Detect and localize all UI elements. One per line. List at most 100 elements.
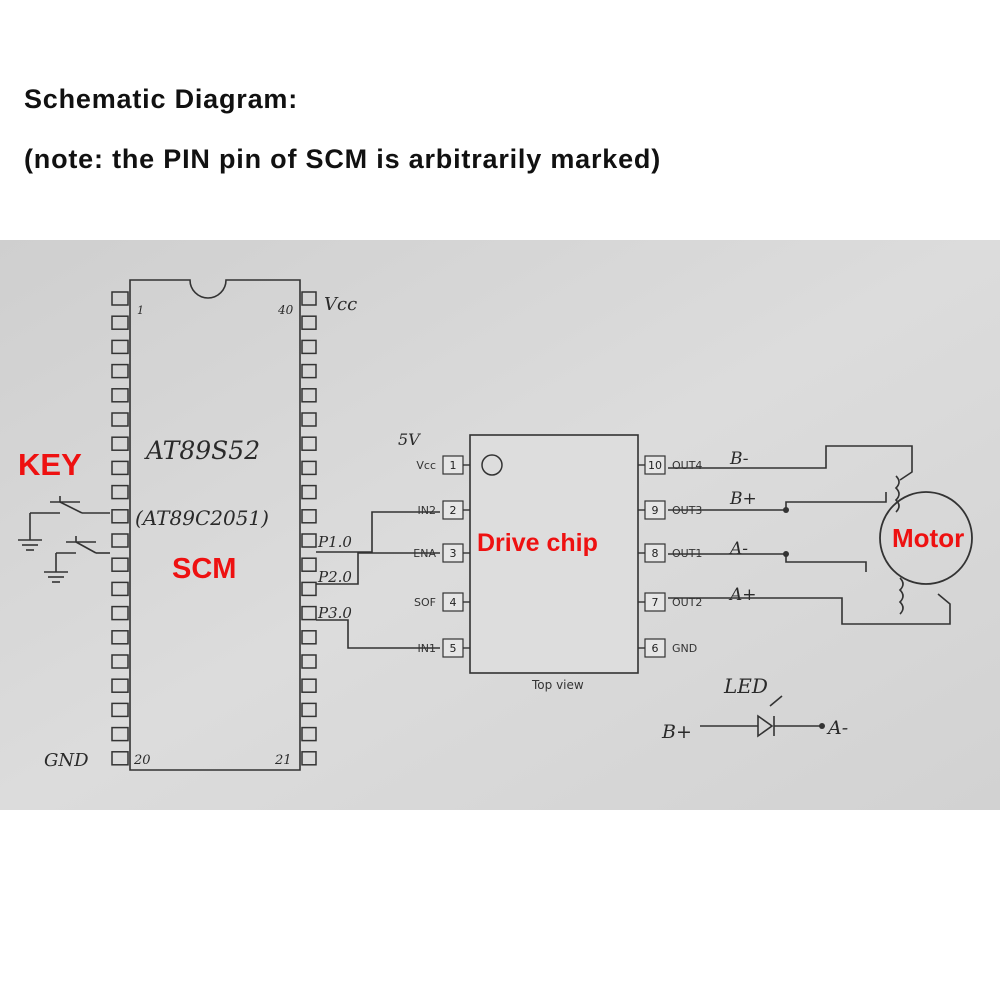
mcu-alt-model-label: (AT89C2051) — [135, 506, 269, 530]
top-view-caption: Top view — [531, 678, 584, 692]
mcu-right-pin — [301, 654, 317, 669]
driver-right-pin-number: 7 — [652, 596, 659, 609]
mcu-right-pin — [301, 581, 317, 597]
output-b-plus-label: B+ — [729, 489, 757, 509]
mcu-left-pin — [111, 484, 129, 500]
mcu-left-pin — [111, 702, 129, 718]
led-label: LED — [723, 674, 768, 698]
mcu-left-pin — [111, 557, 129, 572]
driver-left-pin-name: IN1 — [418, 642, 436, 655]
key-switch-1 — [18, 496, 110, 551]
diagram-note: (note: the PIN pin of SCM is arbitrarily… — [24, 144, 661, 174]
motor-winding-top — [894, 475, 900, 513]
mcu-right-pin — [301, 678, 317, 693]
driver-right-pin-number: 9 — [652, 504, 659, 517]
drive-chip-body — [469, 434, 639, 674]
driver-right-pin-box — [644, 543, 666, 563]
mcu-right-pin — [301, 436, 317, 451]
mcu-right-pin — [301, 339, 317, 355]
driver-left-pin-name: ENA — [413, 547, 436, 560]
driver-right-pin-name: OUT2 — [672, 596, 702, 609]
motor-winding-bottom — [898, 577, 904, 615]
motor-label: Motor — [892, 523, 964, 553]
mcu-left-pin — [111, 630, 129, 645]
driver-left-pin-name: IN2 — [418, 504, 436, 517]
mcu-right-pin — [301, 388, 317, 403]
junction-dot-2 — [783, 551, 789, 557]
mcu-left-pin — [111, 291, 129, 306]
gnd-label: GND — [44, 750, 89, 771]
mcu-right-pin — [301, 460, 317, 476]
mcu-left-pin — [111, 509, 129, 524]
wire-out2-motor — [668, 593, 951, 625]
mcu-right-pin — [301, 751, 317, 766]
key-label: KEY — [18, 447, 82, 482]
mcu-model-label: AT89S52 — [144, 436, 260, 465]
mcu-right-pin — [301, 702, 317, 718]
driver-right-pin-name: GND — [672, 642, 697, 655]
mcu-left-pin — [111, 678, 129, 693]
mcu-pin-20-label: 20 — [133, 753, 151, 768]
mcu-left-pin — [111, 412, 129, 427]
mcu-right-pin — [301, 315, 317, 330]
led-left-terminal-label: B+ — [661, 721, 692, 743]
wire-out3-motor — [668, 492, 887, 511]
led-right-terminal-label: A- — [826, 717, 848, 739]
schematic-photo: 1 40 20 21 Vcc GND AT89S52 (AT89C2051) S… — [0, 240, 1000, 810]
mcu-left-pin — [111, 751, 129, 766]
mcu-right-pin — [301, 412, 317, 427]
mcu-left-pin — [111, 654, 129, 669]
mcu-left-pin — [111, 460, 129, 476]
driver-right-pin-box — [644, 638, 666, 658]
mcu-left-pin — [111, 726, 129, 742]
junction-dot-1 — [783, 507, 789, 513]
mcu-pin-21-label: 21 — [274, 753, 292, 768]
mcu-pin-column-left — [111, 291, 129, 766]
mcu-right-pin — [301, 509, 317, 524]
mcu-left-pin — [111, 436, 129, 451]
driver-left-pin-number: 2 — [450, 504, 457, 517]
driver-right-pin-number: 8 — [652, 547, 659, 560]
mcu-right-pin — [301, 630, 317, 645]
output-a-minus-label: A- — [728, 539, 748, 559]
pin1-marker — [481, 454, 503, 476]
mcu-pin-40-label: 40 — [277, 303, 294, 317]
driver-left-pin-name: SOF — [414, 596, 436, 609]
mcu-right-pin — [301, 533, 317, 548]
output-a-plus-label: A+ — [728, 585, 757, 605]
mcu-right-pin — [301, 291, 317, 306]
driver-right-pin-box — [644, 455, 666, 475]
mcu-left-pin — [111, 339, 129, 355]
vcc-label: Vcc — [324, 294, 357, 315]
wire-out4-motor — [668, 445, 913, 481]
driver-left-pin-number: 4 — [450, 596, 457, 609]
wire-p20-ena — [316, 552, 440, 585]
wire-out1-motor — [668, 553, 867, 572]
led-terminal-dot — [819, 723, 825, 729]
scm-label: SCM — [172, 553, 236, 585]
mcu-pin-1-label: 1 — [137, 304, 144, 317]
port-p20-label: P2.0 — [317, 568, 352, 586]
led-diode-symbol — [757, 714, 774, 738]
mcu-right-pin — [301, 484, 317, 500]
mcu-left-pin — [111, 581, 129, 597]
port-p30-label: P3.0 — [317, 604, 352, 622]
mcu-left-pin — [111, 363, 129, 379]
driver-left-pin-number: 5 — [450, 642, 457, 655]
mcu-pin-column-right — [301, 291, 317, 766]
driver-right-pin-number: 6 — [652, 642, 659, 655]
mcu-left-pin — [111, 315, 129, 330]
output-b-minus-label: B- — [729, 449, 749, 469]
drive-chip-label: Drive chip — [477, 529, 598, 557]
mcu-body — [129, 279, 301, 771]
driver-left-pin-name: Vcc — [416, 459, 436, 472]
led-emission-arrow — [769, 695, 783, 707]
key-switch-2 — [44, 536, 110, 583]
driver-right-pin-name: OUT4 — [672, 459, 702, 472]
mcu-right-pin — [301, 363, 317, 379]
mcu-left-pin — [111, 605, 129, 621]
port-p10-label: P1.0 — [317, 533, 352, 551]
driver-right-pin-number: 10 — [648, 459, 662, 472]
